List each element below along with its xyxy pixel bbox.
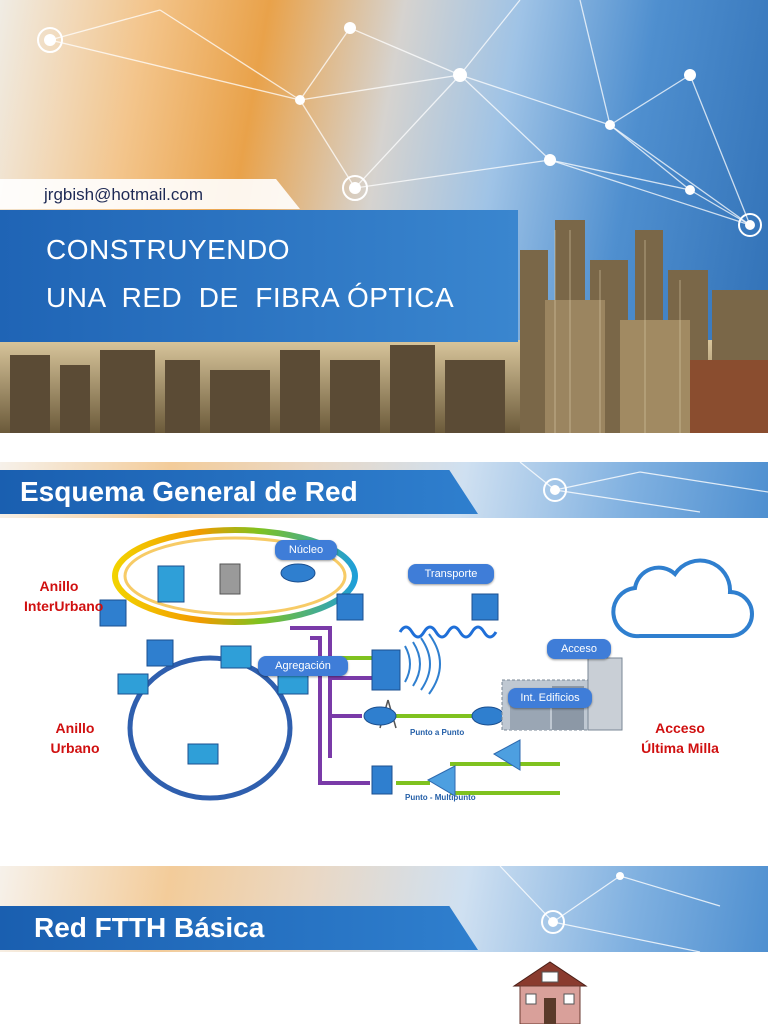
- network-schema-diagram: [99, 527, 754, 801]
- network-pattern-graphic: [37, 0, 762, 237]
- diagram-heading: Esquema General de Red: [20, 476, 358, 507]
- anillo-interurbano-line2: InterUrbano: [24, 598, 104, 614]
- urban-ring: [127, 655, 293, 801]
- section-banner: [0, 906, 478, 950]
- anillo-urbano-line2: Urbano: [50, 740, 100, 756]
- city-skyline-image: [0, 220, 768, 433]
- interurban-ring: [112, 527, 358, 625]
- email-bar: [0, 179, 300, 209]
- header-network-pattern: [519, 462, 768, 513]
- anillo-interurbano-line1: Anillo: [39, 578, 79, 594]
- int-edificios-pill: Int. Edificios: [508, 688, 592, 708]
- acceso-ultima-milla-label: Acceso Última Milla: [630, 718, 730, 758]
- header-network-pattern: [499, 866, 721, 952]
- access-fiber-lines: [340, 656, 560, 795]
- anillo-urbano-line1: Anillo: [55, 720, 95, 736]
- cloud-icon: [611, 558, 754, 639]
- author-email: jrgbish@hotmail.com: [44, 185, 203, 204]
- coiled-fiber-icon: [398, 625, 498, 639]
- house-icon: [512, 961, 588, 1024]
- acceso-ultima-line2: Última Milla: [641, 740, 719, 756]
- ftth-slide-header: Red FTTH Básica: [0, 866, 768, 952]
- punto-a-punto-label: Punto a Punto: [410, 728, 465, 737]
- anillo-interurbano-label: Anillo InterUrbano: [24, 576, 104, 616]
- nucleo-pill: Núcleo: [275, 540, 337, 560]
- splitter-icons: [426, 739, 521, 797]
- ftth-slide: Red FTTH Básica: [0, 866, 768, 1024]
- title-slide: jrgbish@hotmail.com CONSTRUYENDO UNA RED…: [0, 0, 768, 433]
- punto-multipunto-label: Punto - Multipunto: [405, 793, 476, 802]
- wireless-waves-icon: [404, 633, 441, 695]
- aggregation-fiber-lines: [290, 626, 372, 785]
- section-banner: [0, 470, 478, 514]
- anillo-urbano-label: Anillo Urbano: [40, 718, 110, 758]
- ftth-heading: Red FTTH Básica: [34, 912, 265, 943]
- title-line-1: CONSTRUYENDO: [46, 234, 291, 265]
- acceso-ultima-line1: Acceso: [655, 720, 705, 736]
- title-band: [0, 210, 518, 342]
- acceso-pill: Acceso: [547, 639, 611, 659]
- title-line-2: UNA RED DE FIBRA ÓPTICA: [46, 282, 455, 313]
- agregacion-pill: Agregación: [258, 656, 348, 676]
- network-switch-icons: [99, 563, 505, 795]
- transporte-pill: Transporte: [408, 564, 494, 584]
- diagram-slide-header: Esquema General de Red: [0, 462, 768, 518]
- diagram-slide: Esquema General de Red: [0, 462, 768, 866]
